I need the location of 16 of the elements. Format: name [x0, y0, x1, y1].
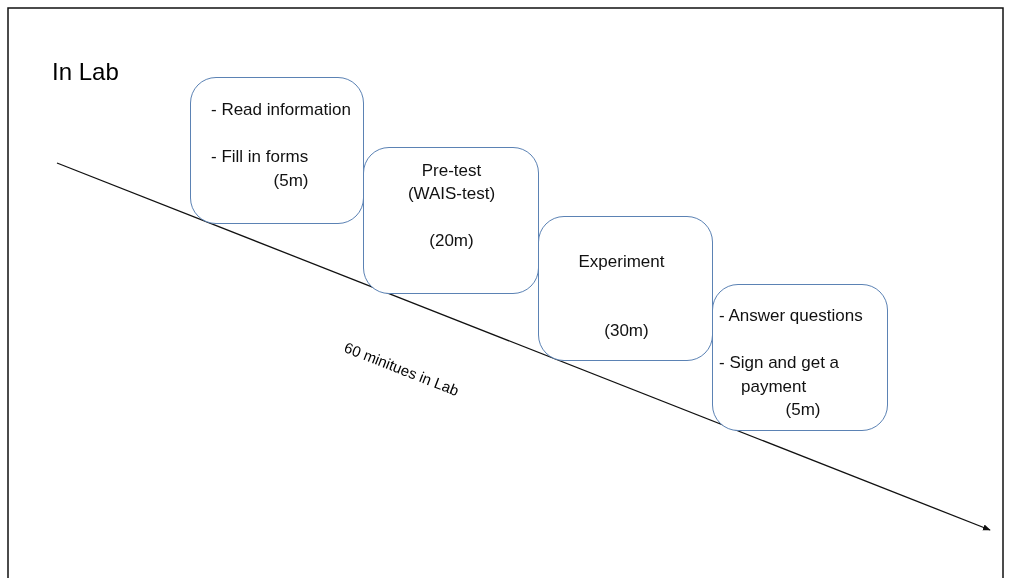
step-text: (WAIS-test)	[406, 183, 497, 205]
step-box	[363, 147, 539, 294]
bullet-text: - Read information	[211, 99, 352, 121]
step-box	[538, 216, 713, 361]
step-text: (5m)	[272, 170, 310, 192]
diagram-title: In Lab	[52, 58, 119, 86]
step-text: (30m)	[603, 320, 650, 342]
step-box	[190, 77, 364, 224]
step-text: (5m)	[784, 399, 822, 421]
step-text: (20m)	[428, 230, 475, 252]
bullet-text: - Sign and get a payment	[719, 352, 841, 398]
step-box	[712, 284, 888, 431]
step-text: Pre-test	[420, 160, 483, 182]
bullet-text: - Answer questions	[719, 305, 864, 327]
step-text: Experiment	[577, 251, 666, 273]
bullet-text: - Fill in forms	[211, 146, 310, 168]
